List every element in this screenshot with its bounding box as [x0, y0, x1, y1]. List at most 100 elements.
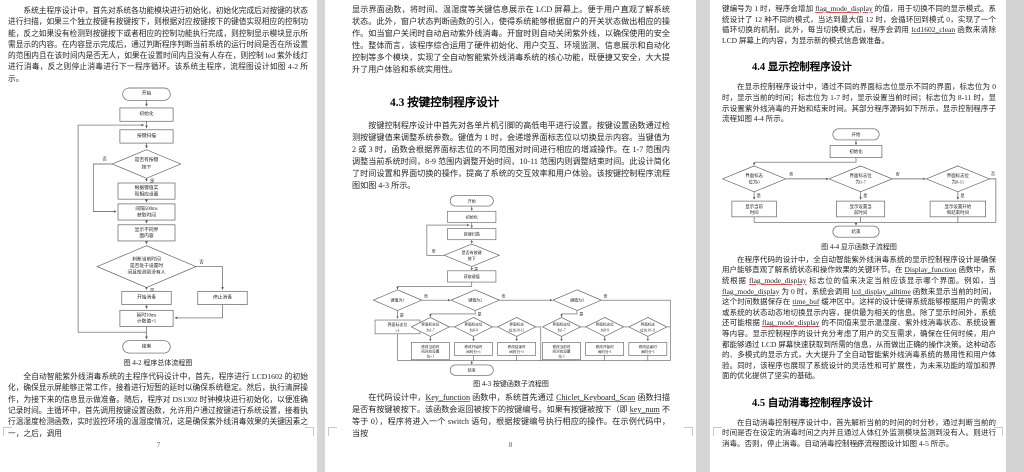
flow2-scan-node: 按键扫描 — [447, 228, 497, 240]
flow2-keypress-decision: 是否有按键 按下 — [443, 243, 501, 267]
svg-text:停止消毒: 停止消毒 — [213, 294, 232, 301]
text-boundary-mark — [305, 427, 314, 436]
svg-text:界面标志: 界面标志 — [745, 172, 763, 179]
svg-text:延时10ms: 延时10ms — [137, 312, 157, 319]
svg-text:是: 是 — [150, 179, 155, 185]
flow2-inc-start-time-node: 修改开始时 间时分+1 — [454, 342, 493, 356]
svg-text:修改开始时: 修改开始时 — [596, 344, 614, 349]
svg-text:否: 否 — [789, 171, 793, 176]
svg-text:和结束时间: 和结束时间 — [947, 209, 970, 216]
flow3-show-start-end-node: 显示设置开始 和结束时间 — [929, 200, 986, 217]
svg-text:位+1: 位+1 — [427, 353, 435, 358]
svg-text:是否有按键: 是否有按键 — [462, 250, 482, 255]
svg-text:界面标志位: 界面标志位 — [464, 321, 482, 326]
svg-text:显示设置当: 显示设置当 — [850, 203, 872, 210]
svg-text:间时分-1: 间时分-1 — [641, 349, 655, 354]
flow2-inc-flag1011-decision: 界面标志 位为10-11 — [496, 316, 537, 337]
page-number: 9 — [856, 441, 860, 449]
flow3-init-node: 初始化 — [829, 144, 883, 158]
text-run: 函数扫描是否有按键被按下。该函数会返回被按下的按键编号。如果有按键被按下（即 — [352, 392, 670, 414]
svg-text:开始消毒: 开始消毒 — [137, 294, 156, 301]
text-run: 不等于 0），程序将进入一个 switch 语句，根据按键编号执行相应的操作。在… — [352, 404, 670, 438]
svg-text:时间: 时间 — [750, 209, 759, 216]
svg-text:判断当前时间: 判断当前时间 — [132, 256, 161, 263]
svg-text:是: 是 — [400, 312, 404, 317]
text-boundary-mark — [713, 427, 722, 436]
flow2-getkey-node: 获取键值 — [447, 270, 497, 283]
flow3-show-current-time-node: 显示当前 时间 — [731, 200, 777, 217]
svg-text:是: 是 — [863, 192, 867, 198]
section-heading-4-4: 4.4 显示控制程序设计 — [752, 62, 852, 74]
svg-text:键值为2: 键值为2 — [468, 298, 482, 303]
section-heading-4-3: 4.3 按键控制程序设计 — [390, 97, 500, 110]
code-identifier: lcd1602_clean — [911, 25, 956, 35]
svg-text:获取时间: 获取时间 — [137, 211, 156, 218]
svg-text:结束: 结束 — [468, 367, 476, 372]
flow3-flag0-decision: 界面标志 位为0 — [721, 165, 787, 192]
svg-text:为1-7: 为1-7 — [426, 327, 435, 332]
flow2-dec-flag89-decision: 界面标志位 为8-9 — [585, 316, 625, 337]
text-run: 缓冲区中。这样的设计使得系统能够根据用户的需求或系统的状态动态地切换显示内容，提… — [722, 297, 997, 328]
flow1-time-decision: 判断当前时间 是否处于设置时 间且检测到没有人 — [96, 245, 197, 288]
paragraph-main-program: 系统主程序设计中，首先对系统各功能模块进行初始化，初始化完成后对按键的状态进行扫… — [8, 6, 308, 83]
svg-text:是: 是 — [474, 266, 478, 271]
svg-text:按下: 按下 — [142, 163, 152, 170]
svg-text:是: 是 — [150, 288, 155, 294]
page-7: 系统主程序设计中，首先对系统各功能模块进行初始化，初始化完成后对按键的状态进行扫… — [0, 0, 317, 472]
svg-text:现相应设置: 现相应设置 — [135, 190, 159, 197]
svg-text:键值为1: 键值为1 — [391, 298, 405, 303]
svg-text:为1-7: 为1-7 — [855, 178, 866, 185]
section-heading-4-5: 4.5 自动消毒控制程序设计 — [752, 397, 873, 409]
text-boundary-mark — [684, 427, 693, 436]
flow1-start-node: 开始 — [122, 87, 171, 101]
page-gap — [317, 0, 325, 472]
flow3-show-set-time-node: 显示设置当 前时间 — [836, 200, 886, 217]
flow1-stop-disinfect-node: 停止消毒 — [197, 291, 248, 306]
svg-text:界面标志: 界面标志 — [641, 321, 656, 326]
page-number: 7 — [156, 441, 161, 449]
svg-text:界面标志位: 界面标志位 — [596, 321, 614, 326]
svg-text:键值为3: 键值为3 — [570, 298, 584, 303]
svg-text:开始: 开始 — [142, 90, 152, 97]
svg-text:是否有按键: 是否有按键 — [135, 156, 159, 163]
svg-text:结束: 结束 — [142, 342, 152, 349]
svg-text:为8-11: 为8-11 — [952, 178, 964, 185]
flow1-end-node: 结束 — [122, 340, 171, 354]
code-identifier: Chiclet_Keyboard_Scan — [556, 392, 636, 402]
text-run: 函数来显示当前的时间，这个时间数据保存在 — [722, 286, 997, 307]
svg-text:位为0: 位为0 — [749, 178, 761, 185]
svg-text:间时分+1: 间时分+1 — [509, 349, 524, 354]
text-run: 函数来清除 LCD 屏幕上的内容，为显示新的模式信息做准备。 — [722, 25, 997, 45]
code-identifier: key_num — [629, 404, 660, 414]
flow1-scan-node: 按键扫描 — [119, 129, 174, 144]
page-number: 8 — [508, 441, 513, 449]
svg-text:位为10-11: 位为10-11 — [509, 327, 525, 332]
flow3-flag17-decision: 界面标志位 为1-7 — [828, 165, 893, 192]
flow2-key1-decision: 键值为1 — [372, 289, 423, 311]
flow2-dec-end-time-node: 修改结束时 间时分-1 — [628, 342, 668, 356]
flow2-dec-start-time-node: 修改开始时 间时分-1 — [585, 342, 624, 356]
svg-text:界面标志位: 界面标志位 — [947, 172, 970, 179]
svg-text:间隔500ms: 间隔500ms — [135, 205, 157, 212]
flow2-end-node: 结束 — [449, 364, 494, 376]
svg-text:显示不同界: 显示不同界 — [135, 227, 159, 233]
paragraph-auto-disinfect: 在自动消毒控制程序设计中，首先解析当前的时间的时分秒，通过判断当前的时间是否在设… — [722, 417, 996, 449]
svg-text:是: 是 — [579, 311, 583, 316]
paragraph-key-code: 在代码设计中，Key_function 函数中，系统首先通过 Chiclet_K… — [352, 392, 670, 440]
svg-text:修改结束时: 修改结束时 — [639, 344, 657, 349]
svg-text:根据键值实: 根据键值实 — [135, 184, 159, 191]
text-boundary-mark — [994, 427, 1003, 436]
svg-text:修改当前时: 修改当前时 — [421, 344, 439, 349]
svg-text:前时间: 前时间 — [854, 209, 868, 216]
flow1-display-node: 显示不同界 面内容 — [117, 224, 176, 242]
svg-text:否: 否 — [502, 293, 506, 298]
code-identifier: flag_mode_display — [761, 318, 820, 328]
text-run: 函数中，系统根据 — [722, 265, 997, 285]
code-identifier: flag_mode_display — [722, 286, 780, 296]
svg-text:是: 是 — [960, 192, 964, 198]
flow2-dec-current-time-node: 修改当前时 间对应设置 位-1 — [542, 342, 581, 360]
flow3-start-node: 开始 — [832, 128, 880, 141]
svg-text:为8-9: 为8-9 — [469, 327, 478, 332]
svg-text:界面标志: 界面标志 — [509, 321, 524, 326]
flowchart-display-function: 开始 初始化 界面标志 位为0 否 界面标志位 为1-7 — [721, 128, 997, 238]
